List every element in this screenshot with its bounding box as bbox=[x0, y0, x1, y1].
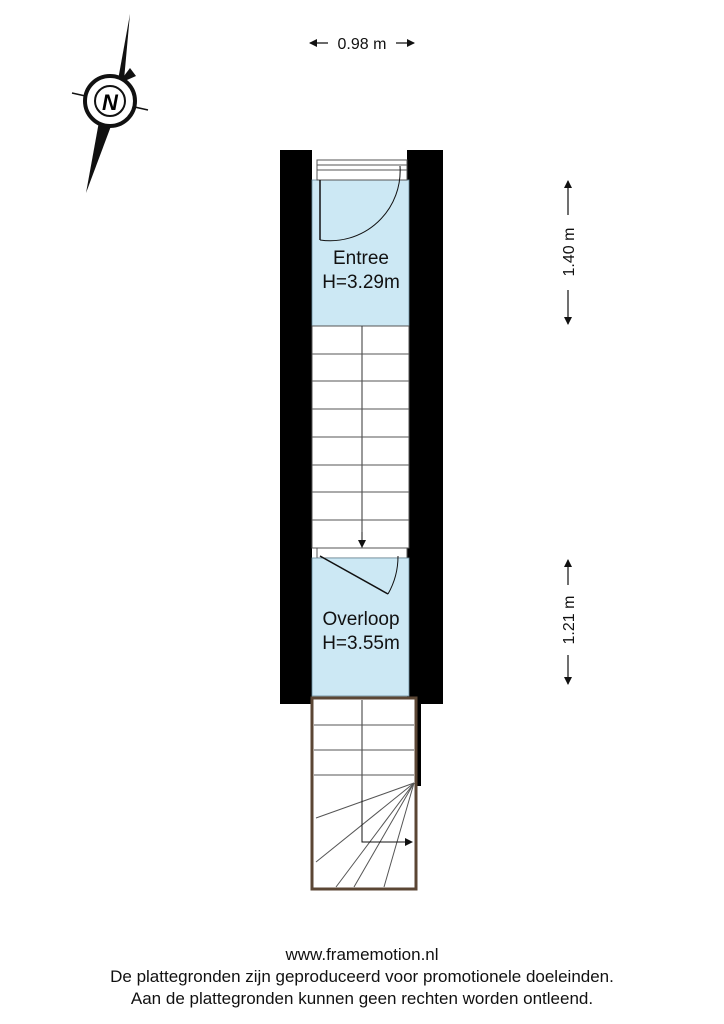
staircase-lower bbox=[310, 696, 418, 891]
room-overloop-floor bbox=[311, 557, 410, 697]
walk-line bbox=[361, 790, 413, 846]
entree-overloop-door-frame bbox=[316, 547, 408, 559]
upper-length-dimension: 1.40 m bbox=[561, 180, 578, 325]
entree-door-swing bbox=[319, 165, 401, 242]
room-entree-name: Entree bbox=[333, 248, 389, 269]
compass: N bbox=[71, 14, 149, 193]
compass-needle-north bbox=[118, 14, 130, 80]
left-wall bbox=[280, 150, 312, 704]
room-entree-height: H=3.29m bbox=[322, 272, 400, 293]
footer-line-1: De plattegronden zijn geproduceerd voor … bbox=[110, 967, 614, 986]
width-dimension: 0.98 m bbox=[309, 36, 415, 53]
room-entree: Entree H=3.29m bbox=[311, 159, 410, 327]
room-overloop-name: Overloop bbox=[322, 609, 399, 630]
overloop-door-swing bbox=[387, 555, 399, 595]
footer-line-2: Aan de plattegronden kunnen geen rechten… bbox=[130, 989, 594, 1008]
lower-length-label: 1.21 m bbox=[561, 596, 578, 645]
staircase-lower-frame bbox=[310, 696, 418, 891]
compass-needle-south bbox=[86, 116, 114, 193]
width-dimension-label: 0.98 m bbox=[338, 36, 387, 53]
upper-length-label: 1.40 m bbox=[561, 228, 578, 277]
footer-website: www.framemotion.nl bbox=[285, 945, 439, 964]
compass-label: N bbox=[102, 90, 119, 115]
staircase-upper bbox=[311, 325, 410, 549]
lower-length-dimension: 1.21 m bbox=[561, 559, 578, 685]
room-overloop-height: H=3.55m bbox=[322, 633, 400, 654]
overloop-door-leaf bbox=[319, 555, 389, 595]
room-overloop: Overloop H=3.55m bbox=[311, 547, 410, 697]
right-wall bbox=[407, 150, 443, 704]
